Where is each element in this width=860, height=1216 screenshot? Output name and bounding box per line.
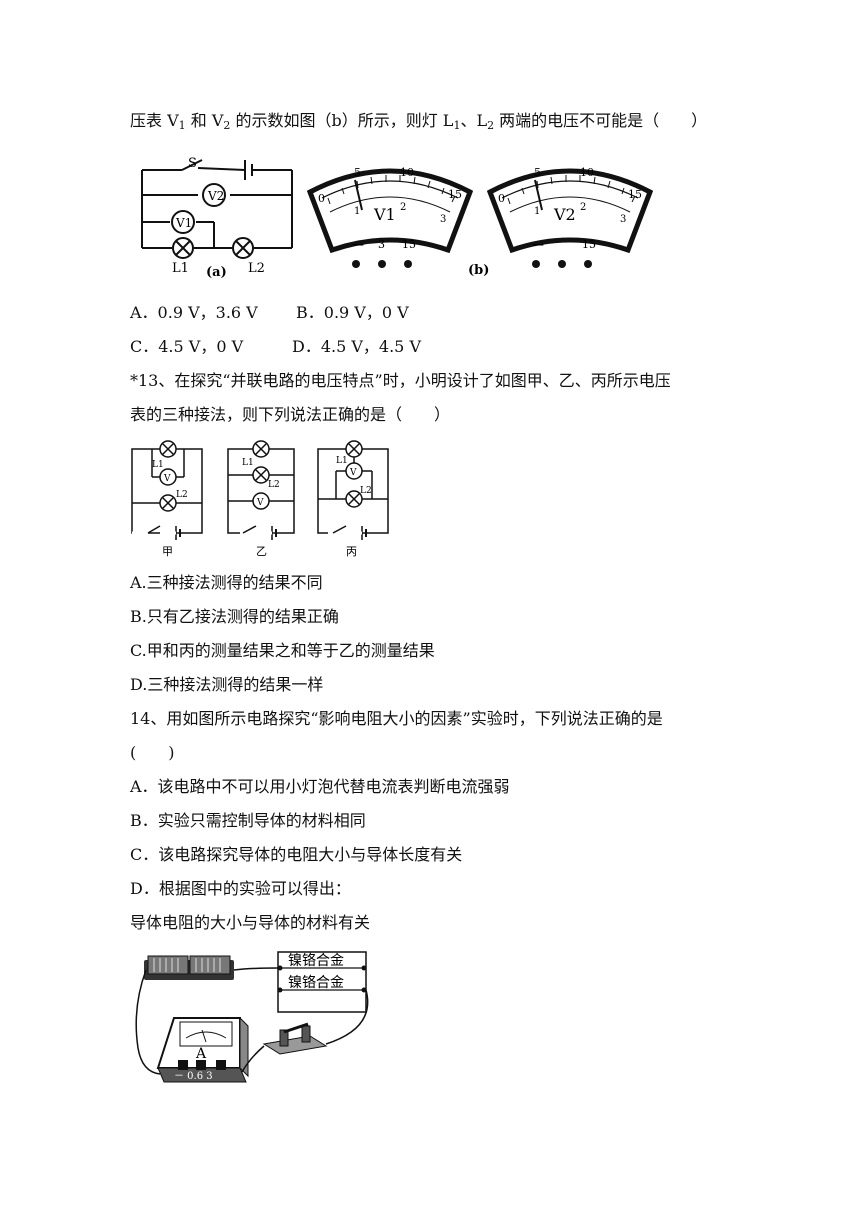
figure-b-label: (b) [468,263,489,278]
q12-circuit-figure: S V2 V1 L1 L2 (a) [141,156,293,280]
svg-text:15: 15 [628,188,642,201]
q13-option-b: B.只有乙接法测得的结果正确 [130,607,339,626]
svg-text:0: 0 [318,192,325,205]
meter2-name: V2 [553,205,576,224]
l1-label: L1 [172,261,189,276]
voltmeter-v2: 0 5 10 15 1 2 3 V2 — 15 [486,166,654,268]
svg-text:V: V [256,498,264,508]
svg-text:L1: L1 [152,460,164,470]
v2-label: V2 [207,189,224,203]
svg-text:15: 15 [402,238,416,251]
svg-text:1: 1 [534,206,540,217]
wire1-label: 镍铬合金 [288,953,344,969]
battery-pack [144,955,234,980]
svg-text:3: 3 [620,214,626,225]
q14-option-c: C．该电路探究导体的电阻大小与导体长度有关 [130,845,463,864]
svg-text:2: 2 [580,202,586,213]
svg-text:—: — [352,237,364,251]
knife-switch [262,1022,328,1055]
voltmeter-v1: 0 5 10 15 1 2 3 V1 — 3 15 [306,166,474,268]
label-bing: 丙 [346,545,357,558]
ammeter: A － 0.6 3 [156,1016,249,1083]
q13-option-d: D.三种接法测得的结果一样 [130,675,324,694]
l2-label: L2 [248,261,265,276]
svg-text:2: 2 [400,202,406,213]
q12-option-c: C．4.5 V，0 V [130,337,244,356]
figure-a-label: (a) [206,265,227,280]
q14-option-b: B．实验只需控制导体的材料相同 [130,811,366,830]
resistance-wire-board: 镍铬合金 镍铬合金 [277,951,367,1013]
svg-text:5: 5 [354,166,361,179]
svg-text:15: 15 [448,188,462,201]
q12-option-b: B．0.9 V，0 V [296,303,409,322]
svg-text:V: V [163,474,171,484]
q14-stem-line1: 14、用如图所示电路探究“影响电阻大小的因素”实验时，下列说法正确的是 [130,709,663,728]
svg-text:3: 3 [440,214,446,225]
q13-option-c: C.甲和丙的测量结果之和等于乙的测量结果 [130,641,435,660]
q13-stem-line1: *13、在探究“并联电路的电压特点”时，小明设计了如图甲、乙、丙所示电压 [130,371,671,390]
q12-stem: 压表 V1 和 V2 的示数如图（b）所示，则灯 L1、L2 两端的电压不可能是… [130,111,708,132]
q13-option-a: A.三种接法测得的结果不同 [130,573,323,592]
q12-option-d: D．4.5 V，4.5 V [292,337,422,356]
svg-text:L2: L2 [176,490,188,500]
q13-circuits-figure: L1 V L2 L1 L2 V L1 V L2 甲 乙 丙 [131,440,389,558]
q14-experiment-figure: 镍铬合金 镍铬合金 A － 0.6 3 [135,951,369,1083]
svg-text:1: 1 [354,206,360,217]
svg-text:L2: L2 [268,480,280,490]
svg-text:5: 5 [534,166,541,179]
svg-text:10: 10 [400,166,414,179]
v1-label: V1 [175,216,192,230]
meter1-name: V1 [373,205,396,224]
q14-conclusion: 导体电阻的大小与导体的材料有关 [130,913,371,932]
q12-meters-figure: 0 5 10 15 1 2 3 V1 — 3 15 (b) 0 5 10 15 … [306,166,654,278]
svg-text:L1: L1 [336,456,348,466]
svg-text:3: 3 [378,238,385,251]
q14-option-a: A．该电路中不可以用小灯泡代替电流表判断电流强弱 [130,777,510,796]
label-jia: 甲 [162,545,173,558]
switch-label: S [188,156,197,171]
label-yi: 乙 [256,545,267,558]
wire2-label: 镍铬合金 [288,975,344,991]
svg-text:10: 10 [580,166,594,179]
svg-text:L1: L1 [242,458,254,468]
q14-stem-line2: ( ) [130,743,175,762]
svg-text:L2: L2 [360,486,372,496]
svg-text:0: 0 [498,192,505,205]
ammeter-terminals: － 0.6 3 [174,1071,213,1082]
svg-text:V: V [349,468,357,478]
svg-text:—: — [532,237,544,251]
q14-option-d: D．根据图中的实验可以得出： [130,879,351,898]
svg-text:15: 15 [582,238,596,251]
q13-stem-line2: 表的三种接法，则下列说法正确的是（ ） [130,405,451,424]
ammeter-label: A [195,1046,207,1062]
q12-option-a: A．0.9 V，3.6 V [130,303,258,322]
